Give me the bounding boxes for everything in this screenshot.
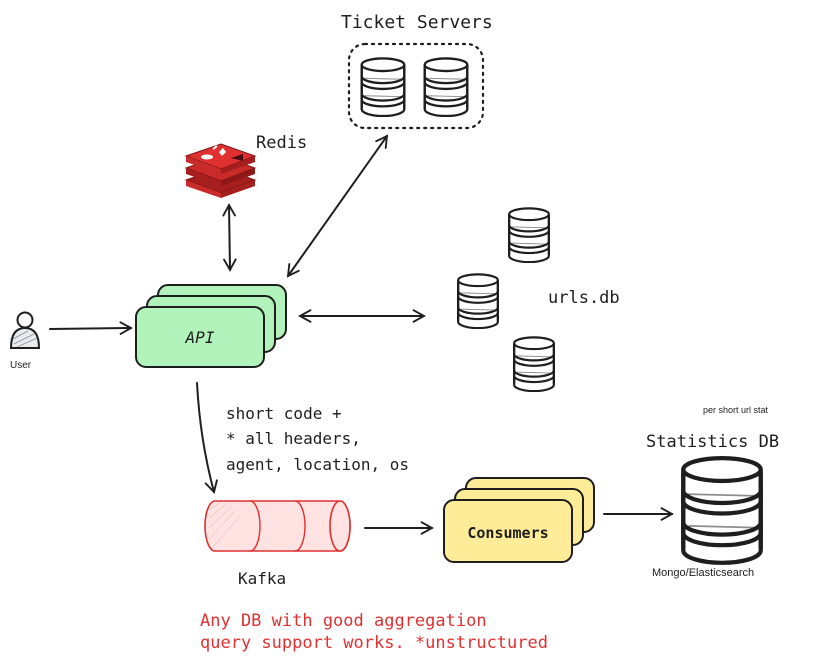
user-label: User: [10, 360, 32, 371]
statistics-db-label: Statistics DB: [646, 432, 779, 452]
kafka-label: Kafka: [238, 569, 286, 588]
db-note-line-2: query support works. *unstructured: [200, 633, 548, 653]
urls-db-shard-3-icon: [513, 336, 555, 392]
payload-line-2: * all headers,: [226, 429, 361, 448]
kafka-queue: [204, 500, 351, 552]
payload-line-1: short code +: [226, 404, 342, 423]
ticket-servers-group: [347, 42, 485, 130]
urls-db-shard-1-icon: [508, 207, 550, 263]
user-to-api-arrow: [49, 321, 133, 335]
urls-db-shard-2-icon: [457, 273, 499, 329]
db-note-line-1: Any DB with good aggregation: [200, 611, 487, 631]
redis-label: Redis: [256, 133, 307, 153]
ticket-server-1-icon: [360, 57, 406, 117]
redis-api-arrow: [222, 203, 237, 272]
api-label: API: [185, 328, 215, 347]
payload-line-3: agent, location, os: [226, 455, 409, 474]
stats-subtitle: per short url stat: [703, 405, 769, 415]
redis-icon: [184, 143, 257, 198]
api-to-kafka-arrow: [196, 382, 218, 494]
consumers-label: Consumers: [467, 524, 548, 542]
urls-db-label: urls.db: [548, 288, 620, 308]
user-icon: [9, 311, 41, 349]
consumers-service: Consumers: [443, 477, 595, 563]
api-ticket-servers-arrow: [286, 134, 389, 278]
api-service: API: [135, 284, 287, 368]
statistics-db-icon: [683, 458, 760, 563]
ticket-server-2-icon: [423, 57, 469, 117]
stats-engine-label: Mongo/Elasticsearch: [652, 567, 754, 579]
ticket-servers-label: Ticket Servers: [341, 12, 493, 33]
